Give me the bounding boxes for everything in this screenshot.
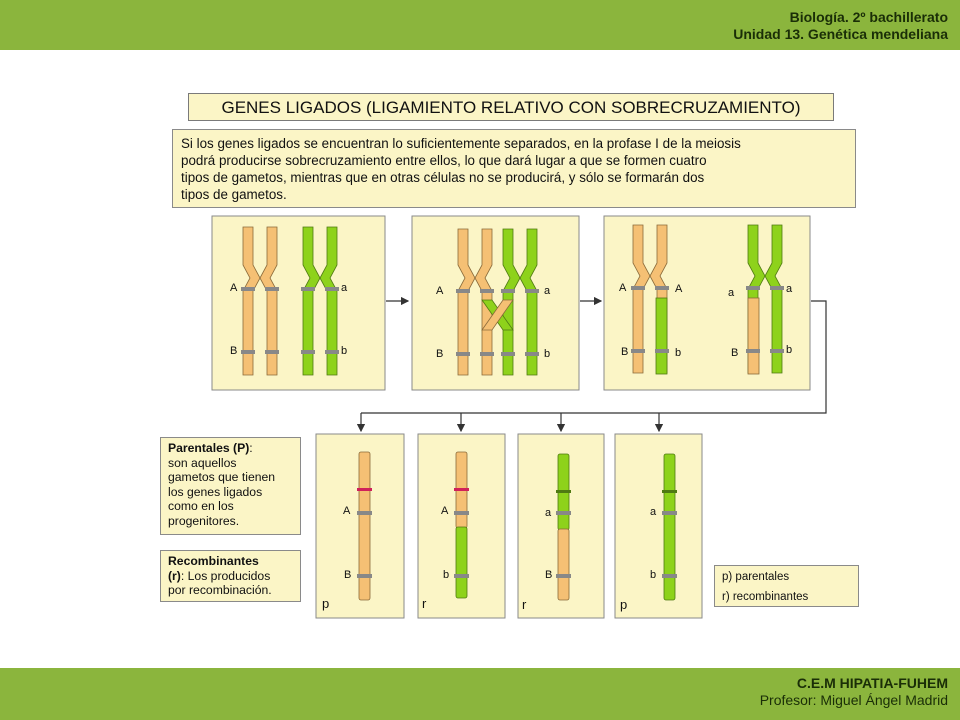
unit-title: Unidad 13. Genética mendeliana [733,26,948,42]
allele-B-label: B [344,569,351,581]
allele-B-label: B [545,569,552,581]
header-band [0,0,960,50]
chromosome-orange-recombined [631,224,669,375]
allele-a-label: a [786,283,793,295]
gamete-chromosome-AB [357,451,372,601]
allele-b-label: b [675,347,681,359]
intro-text-box: Si los genes ligados se encuentran lo su… [172,129,856,208]
course-title: Biología. 2º bachillerato [789,9,948,25]
chromosome-green [301,226,339,376]
legend-recombinantes: r) recombinantes [722,591,809,603]
parentales-line: los genes ligados [168,484,263,499]
recombinantes-line: por recombinación. [168,583,272,597]
allele-A-label: A [675,283,683,295]
gamete-chromosome-Ab [454,451,469,599]
teacher-name: Profesor: Miguel Ángel Madrid [759,692,948,708]
allele-A-label: A [230,282,238,294]
recombinantes-symbol: (r) [168,568,181,583]
parentales-line: son aquellos [168,455,237,470]
allele-B-label: B [230,345,237,357]
parentales-line: gametos que tienen [168,470,276,484]
allele-b-label: b [544,348,550,360]
allele-a-label: a [545,507,552,519]
recombinantes-note: Recombinantes (r): Los producidos por re… [160,550,301,602]
footer-band [0,668,960,720]
intro-line: Si los genes ligados se encuentran lo su… [181,136,741,151]
slide-title: GENES LIGADOS (LIGAMIENTO RELATIVO CON S… [221,98,801,117]
allele-A-label: A [343,505,351,517]
recombinantes-line: : Los producidos [180,568,271,583]
allele-A-label: A [619,282,627,294]
recombinantes-term: Recombinantes [168,554,259,568]
legend-box: p) parentales r) recombinantes [714,565,859,607]
distribution-line [361,300,827,414]
parentales-term: Parentales (P) [168,441,250,455]
panel-homologs [211,215,386,391]
allele-A-label: A [436,285,444,297]
intro-line: podrá producirse sobrecruzamiento entre … [181,153,707,168]
intro-line: tipos de gametos, mientras que en otras … [181,170,705,185]
allele-a-label: a [728,287,735,299]
gamete-type-label: p [620,597,627,612]
allele-A-label: A [441,505,449,517]
gamete-type-label: r [522,597,527,612]
parentales-line: progenitores. [168,513,240,528]
gamete-panel-4 [614,433,703,619]
allele-b-label: b [443,569,449,581]
allele-b-label: b [650,569,656,581]
chromosome-orange [241,226,279,376]
parentales-note: Parentales (P): son aquellos gametos que… [160,437,301,535]
slide-title-box: GENES LIGADOS (LIGAMIENTO RELATIVO CON S… [188,93,834,121]
gamete-chromosome-ab [662,453,677,601]
parentales-colon: : [249,441,253,455]
allele-B-label: B [731,347,738,359]
gamete-type-label: r [422,596,427,611]
chromosome-green-recombined [746,224,784,375]
parentales-line: como en los [168,499,234,513]
gamete-type-label: p [322,596,329,611]
chromosome-orange-crossing [457,228,493,376]
chiasma [481,299,514,331]
course-header: Biología. 2º bachillerato Unidad 13. Gen… [733,9,948,43]
legend-parentales: p) parentales [722,571,790,583]
school-name: C.E.M HIPATIA-FUHEM [796,675,948,691]
footer-credits: C.E.M HIPATIA-FUHEM Profesor: Miguel Áng… [760,675,948,709]
allele-B-label: B [436,348,443,360]
panel-crossover [411,215,580,391]
gamete-chromosome-aB [556,453,571,601]
allele-b-label: b [341,345,347,357]
allele-B-label: B [621,346,628,358]
allele-b-label: b [786,344,792,356]
allele-a-label: a [544,285,551,297]
allele-a-label: a [650,506,657,518]
allele-a-label: a [341,282,348,294]
intro-line: tipos de gametos. [181,187,287,202]
